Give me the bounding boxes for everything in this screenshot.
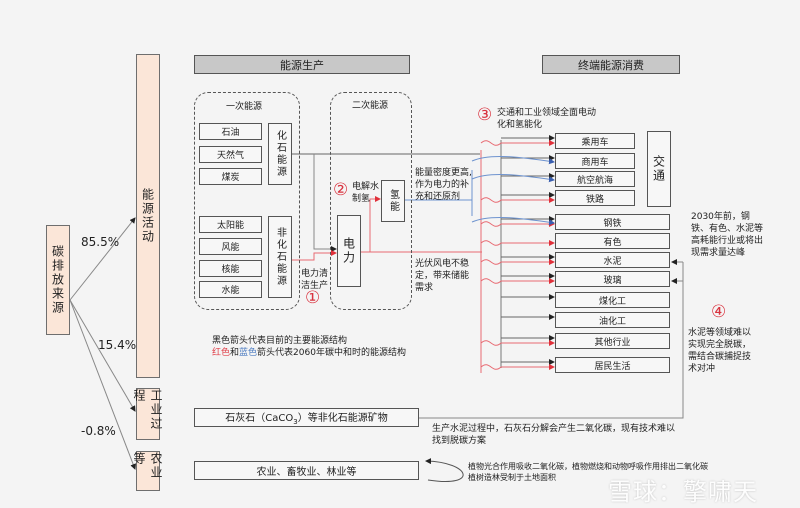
fossil-energy-box: 化石能源 — [268, 123, 292, 185]
legend-blue: 蓝色 — [239, 348, 258, 358]
legend-and: 和 — [230, 348, 240, 358]
consumption-item: 水泥 — [555, 252, 670, 268]
consumption-item: 煤化工 — [555, 292, 670, 308]
ccs-note: 水泥等领域难以实现完全脱碳，需结合碳捕捉技术对冲 — [688, 328, 752, 374]
transport-group-label: 交通 — [651, 155, 666, 183]
agriculture-label: 农业等 — [132, 452, 163, 480]
red-branch — [480, 240, 555, 246]
marker-3: ③ — [477, 105, 493, 125]
nonfossil-item: 太阳能 — [199, 216, 262, 233]
marker-1: ① — [305, 288, 321, 308]
limestone-note: 生产水泥过程中，石灰石分解会产生二氧化碳，现有技术难以找到脱碳方案 — [432, 424, 676, 446]
legend-red: 红色 — [212, 348, 231, 358]
limestone-label: 石灰石（CaCO3）等非化石能源矿物 — [225, 413, 388, 426]
nonfossil-item: 风能 — [199, 238, 262, 255]
electrolysis-note: 电解水制氢 — [352, 182, 380, 204]
red-branch — [480, 140, 555, 146]
fossil-to-power — [313, 154, 337, 252]
transport-group-box: 交通 — [647, 131, 671, 207]
nonfossil-item: 核能 — [199, 260, 262, 277]
consumption-item: 居民生活 — [555, 357, 670, 373]
agri-note-2: 植树造林受制于土地面积 — [468, 473, 556, 482]
hydrogen-box: 氢能 — [381, 180, 405, 222]
limestone-box: 石灰石（CaCO3）等非化石能源矿物 — [194, 408, 419, 427]
fossil-energy-label: 化石能源 — [274, 130, 286, 178]
industry-process-label: 工业过程 — [132, 389, 163, 431]
nonfossil-energy-label: 非化石能源 — [274, 227, 286, 287]
agri-note-1: 植物光合作用吸收二氧化碳，植物燃烧和动物呼吸作用排出二氧化碳 — [468, 462, 708, 471]
electricity-box: 电力 — [337, 215, 361, 287]
agriculture-box: 农业等 — [132, 451, 163, 491]
primary-energy-title: 一次能源 — [226, 102, 263, 112]
agri-loop — [425, 458, 464, 482]
arrow-to-energy — [69, 217, 136, 301]
legend-color: 红色和蓝色箭头代表2060年碳中和时的能源结构 — [212, 347, 406, 359]
arrow-to-agri — [69, 299, 137, 470]
arrow-to-industry — [69, 299, 136, 412]
source-box: 碳排放来源 — [46, 225, 70, 335]
clean-power-note: 电力清洁生产 — [301, 269, 329, 291]
consumption-item: 钢铁 — [555, 214, 670, 230]
legend-rest: 箭头代表2060年碳中和时的能源结构 — [257, 348, 406, 358]
fossil-item: 石油 — [199, 123, 262, 140]
blue-branch — [471, 155, 555, 165]
secondary-energy-group — [330, 92, 412, 310]
electricity-label: 电力 — [341, 237, 356, 265]
red-branch — [480, 278, 555, 284]
hydrogen-note: 能量密度更高,作为电力的补充和还原剂 — [415, 168, 472, 202]
red-branch — [480, 364, 555, 370]
nonfossil-item: 水能 — [199, 281, 262, 298]
marker-4: ④ — [711, 302, 727, 322]
peak-note: 2030年前，钢铁、有色、水泥等高耗能行业或将出现需求量达峰 — [691, 212, 764, 258]
nonfossil-energy-box: 非化石能源 — [268, 216, 292, 298]
transport-industry-note: 交通和工业领域全面电动化和氢能化 — [497, 108, 597, 130]
legend-black: 黑色箭头代表目前的主要能源结构 — [212, 336, 348, 346]
red-branch — [480, 197, 555, 203]
nonfossil-to-power — [292, 250, 337, 261]
energy-activity-label: 能源活动 — [140, 188, 155, 244]
industry-share: 15.4% — [98, 338, 137, 352]
limestone-line — [418, 262, 684, 419]
red-branch — [480, 259, 555, 265]
fossil-item: 煤炭 — [199, 168, 262, 185]
fossil-item: 天然气 — [199, 146, 262, 163]
agri-source-box: 农业、畜牧业、林业等 — [194, 461, 419, 480]
consumption-item: 有色 — [555, 233, 670, 249]
watermark: 雪球：擎啸天 — [608, 478, 758, 506]
consumption-item: 玻璃 — [555, 271, 670, 287]
agri-share: -0.8% — [81, 424, 116, 438]
red-branch — [480, 340, 555, 346]
blue-branch — [471, 173, 555, 183]
energy-activity-box: 能源活动 — [136, 54, 160, 378]
header-production: 能源生产 — [194, 55, 410, 74]
consumption-item: 乘用车 — [555, 133, 635, 149]
pv-note: 光伏风电不稳定，带来储能需求 — [415, 259, 470, 293]
secondary-energy-title: 二次能源 — [352, 101, 389, 111]
header-consumption: 终端能源消费 — [542, 55, 680, 74]
source-label: 碳排放来源 — [50, 245, 65, 315]
consumption-item: 油化工 — [555, 312, 670, 328]
blue-branch — [471, 216, 555, 226]
consumption-item: 铁路 — [555, 190, 635, 206]
consumption-item: 商用车 — [555, 153, 635, 169]
marker-2: ② — [333, 180, 349, 200]
industry-process-box: 工业过程 — [132, 388, 163, 440]
consumption-item: 其他行业 — [555, 333, 670, 349]
primary-energy-group — [194, 92, 300, 310]
energy-share: 85.5% — [81, 235, 120, 249]
hydrogen-label: 氢能 — [387, 189, 399, 213]
consumption-item: 航空航海 — [555, 171, 635, 187]
red-branch — [480, 221, 555, 227]
